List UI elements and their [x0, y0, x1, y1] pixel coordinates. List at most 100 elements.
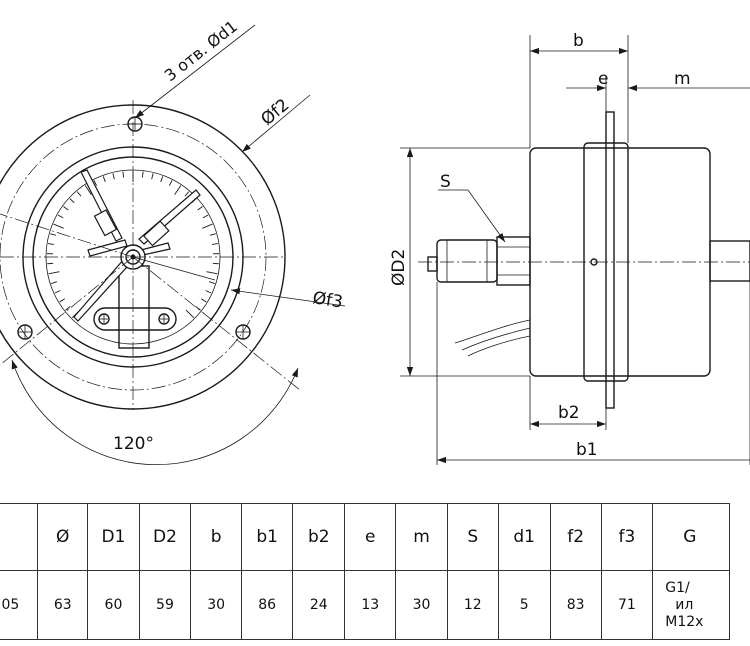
scale-tick: [57, 214, 64, 219]
leader-f3: [230, 288, 346, 307]
cable-1: [454, 319, 531, 344]
header-cell: b2: [292, 503, 346, 571]
front-view: 3 отв. Ød1 Øf2 Øf3 120°: [0, 17, 346, 466]
value-cell: 5: [497, 570, 551, 640]
scale-tick: [208, 281, 215, 285]
dimensions-table: Ø D1 D2 b b1 b2 e m S d1 f2 f3 G 05 63 6…: [0, 503, 750, 640]
header-cell: Ø: [37, 503, 89, 571]
value-cell: 13: [344, 570, 397, 640]
scale-tick: [53, 223, 64, 229]
header-cell: b: [190, 503, 242, 571]
header-cell: d1: [497, 503, 551, 571]
rear-nozzle: [709, 240, 750, 282]
fitting-tip: [427, 256, 438, 272]
header-cell: b1: [240, 503, 294, 571]
header-cell: D2: [138, 503, 192, 571]
scale-tick: [63, 206, 69, 211]
header-cell: m: [395, 503, 448, 571]
header-cell: e: [344, 503, 397, 571]
technical-drawing: 3 отв. Ød1 Øf2 Øf3 120°: [0, 17, 750, 466]
table-row: 05 63 60 59 30 86 24 13 30 12 5 83 71 G1…: [0, 570, 730, 640]
scale-tick: [151, 173, 154, 180]
scale-tick: [47, 243, 55, 245]
header-cell: f2: [549, 503, 602, 571]
thread-line: G1/: [665, 579, 690, 596]
header-cell: f3: [600, 503, 654, 571]
header-cell: G: [652, 503, 730, 571]
scale-tick: [50, 233, 57, 236]
value-cell: 24: [292, 570, 346, 640]
contact-plate: [93, 307, 177, 331]
scale-tick: [59, 298, 66, 303]
scale-tick: [206, 271, 218, 275]
scale-tick: [112, 173, 115, 180]
value-cell: 63: [37, 570, 89, 640]
scale-ticks: [47, 171, 219, 319]
mounting-flange: [605, 111, 615, 409]
axis-left-hole: [0, 256, 134, 366]
label-m: m: [674, 69, 691, 89]
leader-f3-inner: [132, 256, 216, 281]
setpoint-arrow-left: [80, 169, 123, 242]
label-f2: Øf2: [257, 95, 293, 130]
scale-tick: [102, 176, 106, 183]
scale-tick: [195, 306, 201, 311]
scale-tick: [185, 309, 195, 319]
scale-tick: [197, 206, 203, 211]
thread-cell: G1/ ил M12х: [652, 570, 730, 640]
scale-tick: [141, 171, 144, 178]
value-cell: 86: [240, 570, 294, 640]
value-cell: 83: [549, 570, 602, 640]
scale-tick: [174, 185, 182, 195]
scale-tick: [76, 191, 82, 197]
scale-tick: [200, 298, 207, 303]
value-cell: 30: [395, 570, 448, 640]
label-b: b: [573, 31, 584, 51]
bolt-hole-top: [127, 116, 143, 132]
axis-right-hole: [132, 256, 301, 391]
value-cell: 60: [87, 570, 140, 640]
value-cell: 71: [600, 570, 654, 640]
label-e: e: [598, 69, 608, 89]
leader-S: [438, 189, 506, 243]
label-f3: Øf3: [311, 288, 344, 312]
thread-line: ил: [675, 596, 694, 613]
leader-f2: [241, 94, 311, 153]
bolt-hole-left: [17, 324, 33, 340]
table-header-row: Ø D1 D2 b b1 b2 e m S d1 f2 f3 G: [0, 503, 730, 571]
leader-hole-d1: [134, 24, 256, 119]
angle-arc-120: [11, 359, 299, 466]
scale-tick: [69, 198, 75, 204]
scale-tick: [202, 223, 213, 229]
value-cell: 30: [190, 570, 242, 640]
scale-tick: [211, 243, 219, 245]
value-cell: 59: [138, 570, 192, 640]
axis-upper-left: [0, 213, 134, 258]
label-D2: ØD2: [389, 249, 409, 286]
label-holes-d1: 3 отв. Ød1: [161, 17, 241, 85]
thread-line: M12х: [665, 613, 704, 630]
label-S: S: [440, 172, 451, 192]
scale-tick: [48, 271, 60, 275]
scale-tick: [122, 171, 125, 178]
scale-tick: [184, 191, 190, 197]
scale-tick: [205, 290, 212, 294]
scale-tick: [84, 185, 92, 195]
contact-block: [118, 265, 150, 349]
contact-lever-right: [140, 242, 171, 256]
label-angle: 120°: [113, 434, 154, 454]
side-view: b e m S ØD2 b2 b1: [389, 31, 750, 465]
scale-tick: [160, 176, 164, 183]
scale-tick: [54, 290, 61, 294]
scale-tick: [93, 180, 98, 186]
label-b2: b2: [558, 403, 580, 423]
plate-screw-left: [98, 313, 110, 325]
scale-tick: [65, 306, 71, 311]
fitting-nut: [496, 236, 531, 286]
bolt-hole-right: [235, 324, 251, 340]
header-cell: S: [446, 503, 499, 571]
setpoint-arrow-right: [138, 189, 201, 247]
fitting-thread: [436, 239, 498, 283]
value-cell: 05: [0, 570, 39, 640]
cable-3: [467, 335, 531, 357]
